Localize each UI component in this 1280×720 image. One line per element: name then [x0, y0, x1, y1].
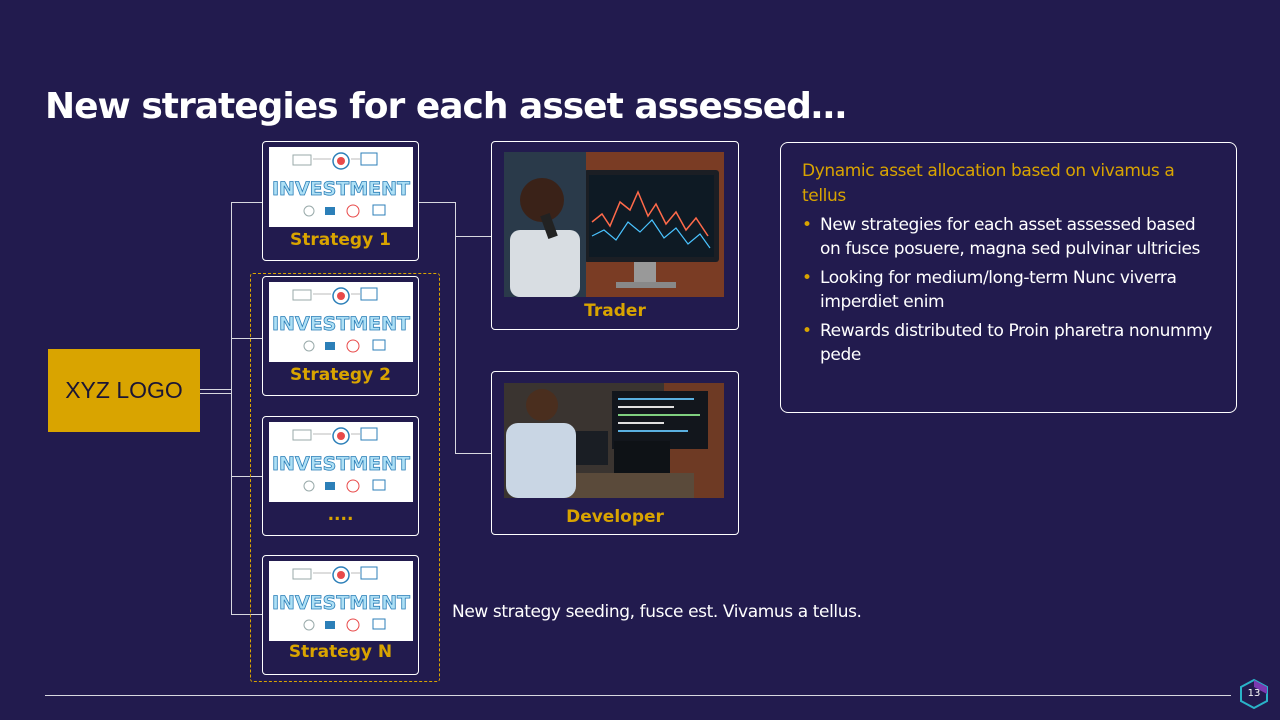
- strategy-label: Strategy 2: [290, 365, 391, 385]
- trader-photo: [504, 152, 724, 297]
- page-number: 13: [1247, 688, 1261, 699]
- logo-text: XYZ LOGO: [65, 377, 183, 403]
- svg-text:INVESTMENT: INVESTMENT: [272, 592, 410, 614]
- slide-title: New strategies for each asset assessed…: [45, 86, 847, 127]
- strategy-card-1[interactable]: INVESTMENT Strategy 1: [262, 141, 419, 261]
- connector-line: [231, 476, 263, 477]
- footer-divider: [45, 695, 1231, 696]
- strategy-label: Strategy N: [288, 642, 393, 662]
- info-bullet: New strategies for each asset assessed b…: [802, 213, 1216, 261]
- connector-line: [419, 202, 456, 203]
- strategy-label: ....: [327, 505, 354, 525]
- connector-line: [231, 338, 263, 339]
- developer-photo: [504, 383, 724, 498]
- connector-line: [200, 389, 232, 390]
- investment-image: INVESTMENT: [269, 561, 413, 641]
- connector-line: [200, 393, 232, 394]
- connector-line: [455, 202, 456, 454]
- connector-line: [231, 614, 263, 615]
- investment-image: INVESTMENT: [269, 282, 413, 362]
- investment-image: INVESTMENT: [269, 147, 413, 227]
- info-bullet-list: New strategies for each asset assessed b…: [802, 213, 1216, 367]
- hexagon-icon: [1240, 678, 1268, 710]
- svg-text:INVESTMENT: INVESTMENT: [272, 453, 410, 475]
- trader-card[interactable]: Trader: [491, 141, 739, 330]
- role-label: Trader: [584, 301, 646, 321]
- connector-line: [231, 202, 263, 203]
- connector-line: [455, 453, 491, 454]
- svg-text:INVESTMENT: INVESTMENT: [272, 178, 410, 200]
- info-heading: Dynamic asset allocation based on vivamu…: [802, 161, 1175, 206]
- seeding-caption: New strategy seeding, fusce est. Vivamus…: [452, 602, 862, 622]
- role-label: Developer: [566, 507, 664, 527]
- strategy-group-outline: [250, 273, 440, 682]
- connector-line: [455, 236, 491, 237]
- investment-image: INVESTMENT: [269, 422, 413, 502]
- info-bullet: Rewards distributed to Proin pharetra no…: [802, 319, 1216, 367]
- strategy-card-2[interactable]: INVESTMENT Strategy 2: [262, 276, 419, 396]
- info-panel: Dynamic asset allocation based on vivamu…: [780, 142, 1237, 413]
- page-number-badge: 13: [1239, 678, 1269, 710]
- strategy-card-n[interactable]: INVESTMENT Strategy N: [262, 555, 419, 675]
- info-bullet: Looking for medium/long-term Nunc viverr…: [802, 266, 1216, 314]
- developer-card[interactable]: Developer: [491, 371, 739, 535]
- company-logo: XYZ LOGO: [48, 349, 200, 432]
- connector-line: [231, 202, 232, 614]
- svg-text:INVESTMENT: INVESTMENT: [272, 313, 410, 335]
- strategy-label: Strategy 1: [290, 230, 391, 250]
- strategy-card-3[interactable]: INVESTMENT ....: [262, 416, 419, 536]
